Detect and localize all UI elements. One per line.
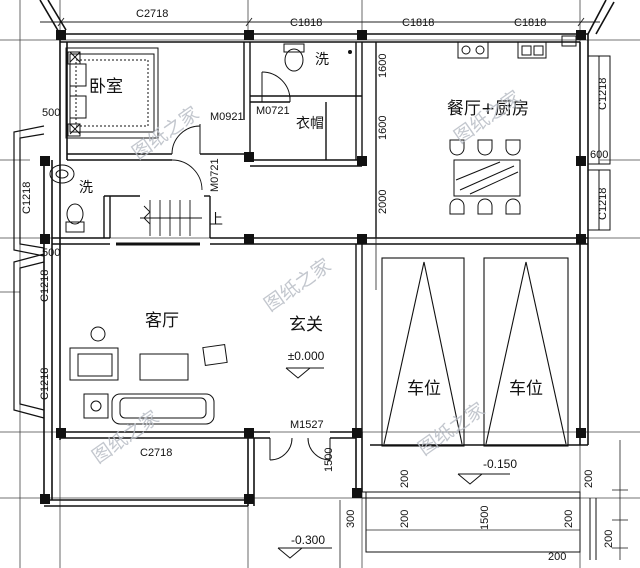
dim-500-a: 500	[42, 107, 60, 119]
stair-up-label: 上	[209, 212, 223, 228]
terrace-steps	[356, 491, 597, 560]
dim-1500-a: 1500	[323, 448, 335, 472]
stairs	[140, 159, 203, 236]
dim-2000: 2000	[377, 190, 389, 214]
window-code-top-left: C2718	[136, 8, 168, 20]
dining-table	[449, 139, 521, 215]
window-code-left-mid: C1218	[39, 270, 51, 302]
dim-200-e: 200	[603, 530, 615, 548]
living-furniture	[69, 242, 228, 425]
dim-1600-a: 1600	[377, 54, 389, 78]
room-living: 客厅	[145, 311, 179, 331]
kitchen-sink	[517, 41, 547, 59]
door-code-entrance: M1527	[290, 419, 324, 431]
left-bay-windows	[13, 125, 45, 419]
watermark-5: 图纸之家	[414, 398, 489, 460]
elevation-outside: -0.300	[291, 533, 325, 547]
room-closet: 衣帽	[296, 116, 324, 132]
parking-space-2	[483, 257, 569, 447]
elevation-markers	[277, 367, 510, 559]
elevation-garage: -0.150	[483, 457, 517, 471]
dim-200-a: 200	[399, 470, 411, 488]
room-parking-2: 车位	[509, 379, 543, 399]
door-code-bedroom: M0921	[210, 111, 244, 123]
columns	[40, 30, 586, 504]
room-foyer: 玄关	[289, 315, 323, 335]
toilet-top	[283, 43, 305, 72]
dim-300: 300	[345, 510, 357, 528]
interior-walls	[52, 42, 588, 446]
window-code-top-right-b: C1818	[514, 17, 546, 29]
room-parking-1: 车位	[407, 379, 441, 399]
floor-drain	[348, 50, 352, 54]
washbasin-left	[49, 164, 75, 184]
dim-1500-b: 1500	[479, 506, 491, 530]
window-code-right-upper: C1218	[597, 78, 609, 110]
dim-200-f: 200	[548, 551, 566, 563]
watermark-1: 图纸之家	[128, 102, 203, 164]
doors	[171, 71, 331, 461]
door-code-bath: M0721	[256, 105, 290, 117]
toilet-left	[65, 203, 85, 233]
window-code-top-right-a: C1818	[402, 17, 434, 29]
window-code-top-mid: C1818	[290, 17, 322, 29]
window-code-left-lower: C1218	[39, 368, 51, 400]
kitchen-stove	[457, 41, 489, 59]
window-code-right-lower: C1218	[597, 188, 609, 220]
window-code-bottom-left: C2718	[140, 447, 172, 459]
fridge	[561, 35, 577, 47]
room-dining-kitchen: 餐厅+厨房	[447, 99, 529, 119]
dim-1600-b: 1600	[377, 116, 389, 140]
elevation-foyer: ±0.000	[288, 349, 325, 363]
parking-space-1	[381, 257, 465, 447]
right-windows	[587, 55, 611, 231]
dim-500-b: 500	[42, 247, 60, 259]
window-code-left-upper: C1218	[21, 182, 33, 214]
room-wash-top: 洗	[315, 52, 329, 68]
room-wash-left: 洗	[79, 180, 93, 196]
bottom-dimension-line	[339, 236, 377, 568]
dim-200-c: 200	[583, 470, 595, 488]
dim-200-b: 200	[399, 510, 411, 528]
bed	[65, 47, 159, 139]
door-code-stair: M0721	[209, 158, 221, 192]
dim-200-d: 200	[563, 510, 575, 528]
dim-600: 600	[590, 149, 608, 161]
right-dimension-line	[366, 440, 628, 560]
watermark-2: 图纸之家	[260, 254, 335, 316]
room-bedroom: 卧室	[89, 77, 123, 97]
